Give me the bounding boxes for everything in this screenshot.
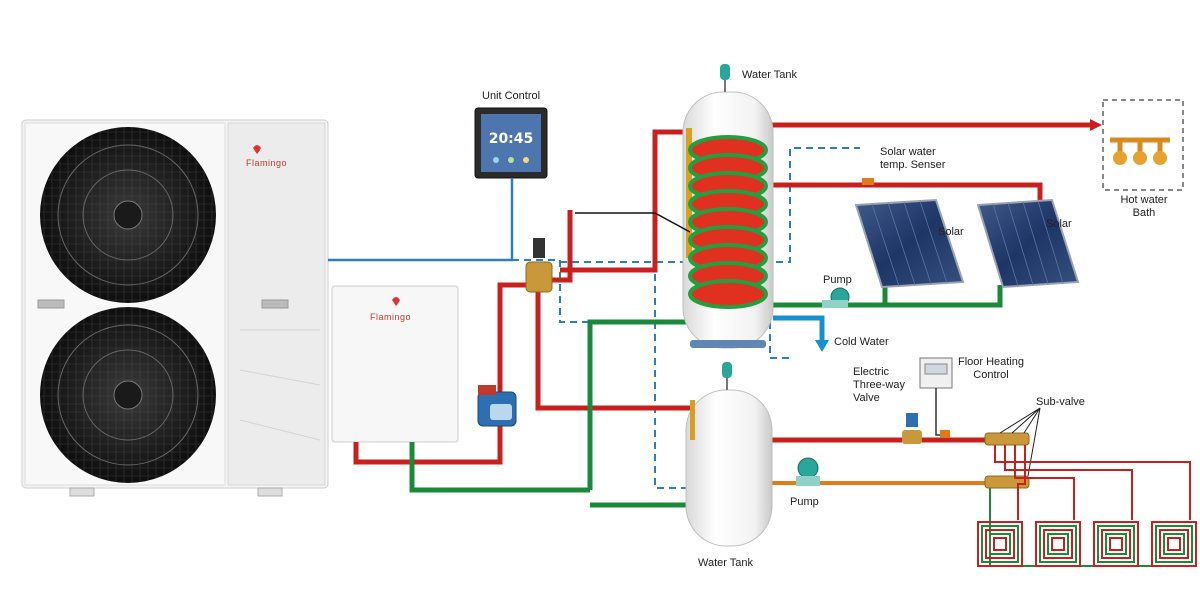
flamingo-logo-icon <box>392 297 400 306</box>
indoor-unit-brand: Flamingo <box>370 312 412 322</box>
label-solar-2: Solar <box>1046 218 1072 230</box>
hot-water-pipes <box>353 122 1092 465</box>
circulation-pump-indoor <box>477 385 517 427</box>
label-sub-valve: Sub-valve <box>1036 396 1085 408</box>
floor-pump <box>796 457 820 486</box>
unit-control-panel <box>474 107 548 179</box>
three-way-valve-main <box>525 238 553 293</box>
label-electric-three-way-valve: Electric Three-way Valve <box>853 366 905 404</box>
fan-upper <box>40 127 216 303</box>
outdoor-heat-pump-unit <box>21 119 329 497</box>
sub-valve-manifold <box>984 407 1041 489</box>
label-solar-sensor: Solar water temp. Senser <box>880 146 946 171</box>
cold-water-pipe <box>773 315 825 348</box>
flow-arrow-icon <box>1090 119 1102 131</box>
floor-heating-control-box <box>919 357 953 438</box>
outdoor-unit-brand: Flamingo <box>246 158 288 168</box>
label-water-tank-top: Water Tank <box>742 69 798 81</box>
controller-screen-time: 20:45 <box>489 131 534 147</box>
upper-water-tank <box>575 64 774 349</box>
signal-wiring <box>328 147 860 489</box>
return-water-pipes <box>409 285 1003 508</box>
indoor-unit <box>331 285 459 443</box>
fan-lower <box>40 307 216 483</box>
solar-panel-1 <box>854 198 965 289</box>
flamingo-logo-icon <box>253 145 261 154</box>
label-solar-1: Solar <box>938 226 964 238</box>
label-floor-heating-control: Floor Heating Control <box>957 356 1025 381</box>
lower-water-tank <box>685 362 773 547</box>
label-pump-floor: Pump <box>790 496 819 508</box>
heat-exchanger-coil <box>688 135 768 309</box>
solar-panel-2 <box>976 198 1080 289</box>
solar-temperature-sensor <box>862 178 874 185</box>
label-hot-water-bath: Hot water Bath <box>1120 194 1168 219</box>
solar-pump <box>822 287 850 308</box>
label-pump-solar: Pump <box>823 274 852 286</box>
shower-head-icon <box>1110 137 1170 165</box>
hot-water-bath <box>1102 99 1184 191</box>
floor-heating-loops <box>977 445 1197 567</box>
label-cold-water: Cold Water <box>834 336 889 348</box>
cold-water-arrow-icon <box>815 340 829 352</box>
label-unit-control: Unit Control <box>482 90 541 102</box>
label-water-tank-bottom: Water Tank <box>698 557 754 569</box>
electric-three-way-valve <box>902 413 922 444</box>
